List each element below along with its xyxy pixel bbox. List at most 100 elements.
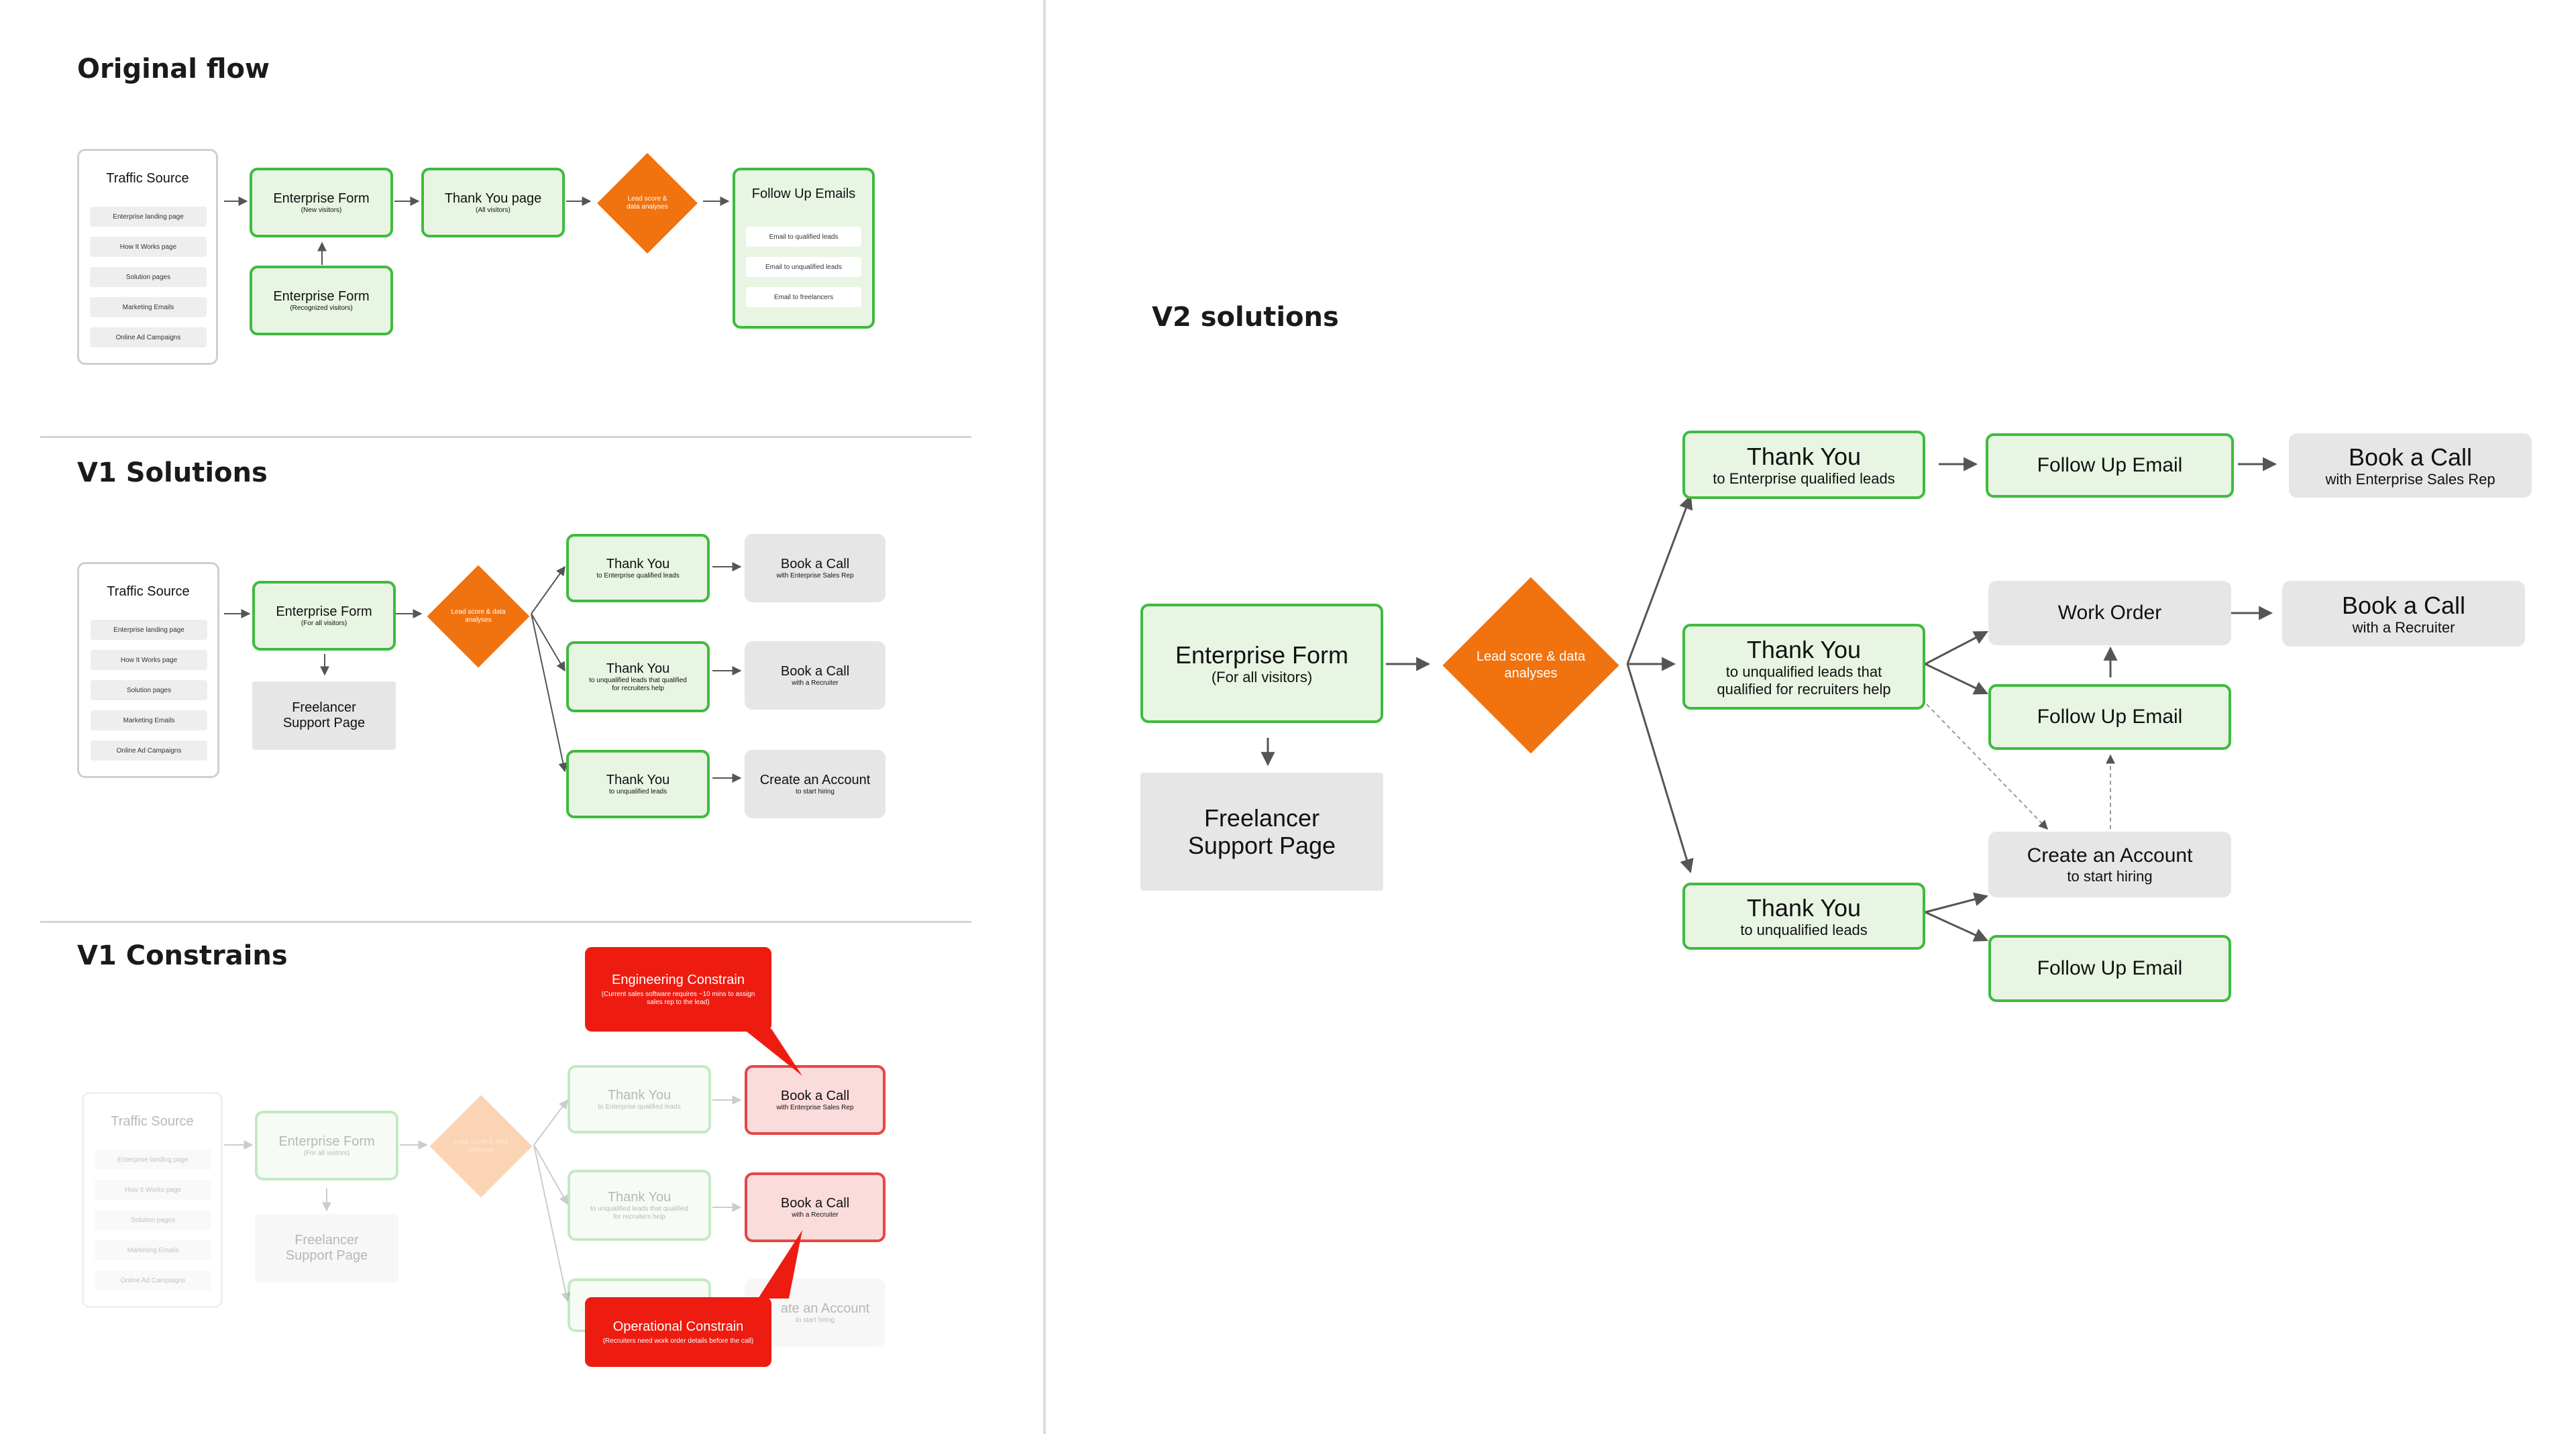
enterprise-form-node: Enterprise Form (For all visitors) xyxy=(1140,604,1383,723)
node-subtitle: to Enterprise qualified leads xyxy=(598,1103,681,1111)
traffic-item: How It Works page xyxy=(95,1180,211,1200)
traffic-source-box: Traffic Source Enterprise landing page H… xyxy=(77,562,219,778)
thank-you-recruiter-node: Thank You to unqualified leads that qual… xyxy=(568,1170,711,1241)
node-title: Thank You page xyxy=(444,190,542,206)
traffic-item: Enterprise landing page xyxy=(90,207,207,227)
traffic-source-title: Traffic Source xyxy=(111,1114,194,1129)
thank-you-unqualified-node: Thank You to unqualified leads xyxy=(1682,883,1925,950)
node-subtitle: with Enterprise Sales Rep xyxy=(776,1103,854,1111)
divider-v1-constrains xyxy=(40,921,971,923)
node-title: Follow Up Email xyxy=(2037,453,2183,476)
thank-you-unqualified-node: Thank You to unqualified leads xyxy=(566,750,710,818)
follow-up-emails-title: Follow Up Emails xyxy=(751,186,856,201)
node-title: Follow Up Email xyxy=(2037,705,2183,728)
enterprise-form-node: Enterprise Form (For all visitors) xyxy=(255,1111,398,1180)
work-order-node: Work Order xyxy=(1988,581,2231,645)
diamond-label: Lead score & data analyses xyxy=(1476,649,1586,681)
divider-vertical xyxy=(1043,0,1046,1434)
follow-up-emails-box: Follow Up Emails Email to qualified lead… xyxy=(733,168,875,329)
book-call-sales-node: Book a Call with Enterprise Sales Rep xyxy=(745,1065,885,1135)
section-title-original: Original flow xyxy=(77,54,270,85)
traffic-item: How It Works page xyxy=(91,650,207,670)
faded-traffic-source: Traffic Source Enterprise landing page H… xyxy=(82,1092,223,1308)
node-title: Thank You xyxy=(606,772,670,787)
freelancer-support-node: Freelancer Support Page xyxy=(255,1214,398,1282)
lead-score-diamond: Lead score & data analyses xyxy=(1442,577,1619,754)
node-subtitle: to unqualified leads xyxy=(608,787,667,795)
node-subtitle: with a Recruiter xyxy=(2352,619,2455,637)
lead-score-diamond: Lead score & data analyses xyxy=(597,153,698,254)
thank-you-qualified-node: Thank You to Enterprise qualified leads xyxy=(1682,431,1925,499)
engineering-callout-pointer xyxy=(743,1029,802,1076)
node-subtitle: with a Recruiter xyxy=(792,679,839,687)
traffic-item: Enterprise landing page xyxy=(95,1150,211,1170)
node-subtitle: with a Recruiter xyxy=(792,1211,839,1219)
lead-score-diamond: Lead score & data analyses xyxy=(427,565,530,668)
node-title: Book a Call xyxy=(780,556,850,571)
section-title-v1-constrains: V1 Constrains xyxy=(77,940,288,971)
node-title: Thank You xyxy=(607,1190,672,1205)
operational-constrain-callout: Operational Constrain (Recruiters need w… xyxy=(585,1297,771,1367)
callout-body: (Recruiters need work order details befo… xyxy=(602,1337,754,1345)
book-call-sales-node: Book a Call with Enterprise Sales Rep xyxy=(745,534,885,602)
node-title: Thank You xyxy=(607,1087,672,1103)
traffic-item: Marketing Emails xyxy=(95,1240,211,1260)
node-title: Freelancer Support Page xyxy=(285,1233,368,1263)
node-title: Freelancer Support Page xyxy=(1187,804,1336,859)
node-title: Book a Call xyxy=(780,1195,850,1211)
node-title: Enterprise Form xyxy=(276,604,372,619)
follow-up-email-node-3: Follow Up Email xyxy=(1988,935,2231,1002)
traffic-item: Marketing Emails xyxy=(91,710,207,730)
book-call-recruiter-node: Book a Call with a Recruiter xyxy=(745,1172,885,1242)
node-title: Enterprise Form xyxy=(278,1134,375,1149)
operational-callout-pointer xyxy=(758,1230,802,1299)
traffic-source-box: Traffic Source Enterprise landing page H… xyxy=(82,1092,223,1308)
traffic-source-box: Traffic Source Enterprise landing page H… xyxy=(77,149,218,365)
traffic-source-title: Traffic Source xyxy=(107,584,190,599)
callout-title: Engineering Constrain xyxy=(612,973,745,987)
node-subtitle: (For all visitors) xyxy=(1211,669,1313,686)
traffic-item: How It Works page xyxy=(90,237,207,257)
thank-you-qualified-node: Thank You to Enterprise qualified leads xyxy=(568,1065,711,1134)
callout-body: (Current sales software requires ~10 min… xyxy=(601,991,755,1006)
node-title: Enterprise Form xyxy=(273,288,370,304)
freelancer-support-node: Freelancer Support Page xyxy=(1140,773,1383,891)
follow-up-email-node-1: Follow Up Email xyxy=(1986,433,2234,498)
thank-you-recruiter-node: Thank You to unqualified leads that qual… xyxy=(566,641,710,712)
book-call-sales-node: Book a Call with Enterprise Sales Rep xyxy=(2289,433,2532,498)
node-subtitle: with Enterprise Sales Rep xyxy=(776,571,854,580)
section-title-v1: V1 Solutions xyxy=(77,457,268,488)
node-title: ate an Account xyxy=(780,1301,870,1316)
email-item: Email to qualified leads xyxy=(746,227,861,247)
node-subtitle: (Recognized visitors) xyxy=(290,304,353,312)
node-title: Create an Account xyxy=(759,772,871,787)
node-title: Create an Account xyxy=(2027,844,2193,867)
node-subtitle: (All visitors) xyxy=(476,206,511,214)
create-account-node: Create an Account to start hiring xyxy=(745,750,885,818)
follow-up-email-node-2: Follow Up Email xyxy=(1988,684,2231,750)
enterprise-form-node: Enterprise Form (For all visitors) xyxy=(252,581,396,651)
callout-title: Operational Constrain xyxy=(612,1319,744,1334)
node-title: Thank You xyxy=(606,556,670,571)
node-title: Follow Up Email xyxy=(2037,956,2183,979)
node-subtitle: to Enterprise qualified leads xyxy=(596,571,680,580)
traffic-item: Online Ad Campaigns xyxy=(90,327,207,347)
diamond-label: Lead score & data analyses xyxy=(453,1138,508,1154)
node-title: Book a Call xyxy=(2341,591,2466,619)
node-title: Enterprise Form xyxy=(1175,641,1349,669)
node-subtitle: to start hiring xyxy=(796,787,835,795)
diamond-label: Lead score & data analyses xyxy=(451,608,506,624)
node-title: Enterprise Form xyxy=(273,190,370,206)
traffic-item: Marketing Emails xyxy=(90,297,207,317)
traffic-source-title: Traffic Source xyxy=(106,171,189,186)
thank-you-recruiter-node: Thank You to unqualified leads that qual… xyxy=(1682,624,1925,710)
lead-score-diamond-faded: Lead score & data analyses xyxy=(429,1095,533,1198)
node-subtitle: (New visitors) xyxy=(301,206,342,214)
node-subtitle: (For all visitors) xyxy=(303,1149,350,1157)
node-title: Thank You xyxy=(1746,636,1862,663)
node-subtitle: to start hiring xyxy=(2067,867,2153,885)
node-title: Thank You xyxy=(606,661,670,676)
thank-you-qualified-node: Thank You to Enterprise qualified leads xyxy=(566,534,710,602)
